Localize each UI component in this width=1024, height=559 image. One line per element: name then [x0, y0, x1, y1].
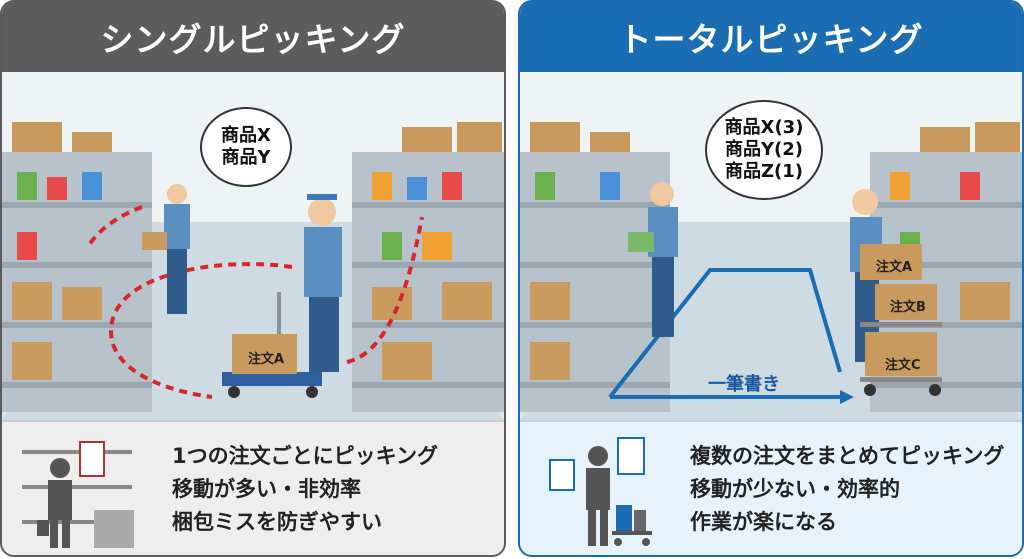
worker-back	[142, 184, 190, 314]
single-picking-panel: シングルピッキング	[0, 0, 506, 557]
warehouse-scene	[2, 72, 504, 420]
bubble-item: 商品Y	[221, 147, 271, 168]
bubble-item: 商品Y(2)	[724, 139, 803, 160]
warehouse-illustration: 商品X 商品Y 注文A	[2, 72, 504, 420]
cart-box-label: 注文C	[885, 358, 921, 373]
panel-title: トータルピッキング	[520, 2, 1022, 72]
summary-line: 複数の注文をまとめてピッキング	[690, 444, 1005, 468]
worker-cart	[222, 194, 342, 398]
worker-right	[850, 189, 942, 396]
route-label: 一筆書き	[708, 374, 780, 395]
route-path	[85, 205, 143, 249]
summary-line: 1つの注文ごとにピッキング	[172, 444, 438, 468]
cart-box-label: 注文A	[876, 260, 913, 275]
cart-box-label: 注文B	[890, 300, 926, 315]
summary-line: 移動が多い・非効率	[172, 477, 361, 501]
bubble-item: 商品X(3)	[724, 117, 804, 138]
picker-shelf-icon	[22, 430, 152, 550]
summary-line: 移動が少ない・効率的	[690, 477, 900, 501]
summary-line: 梱包ミスを防ぎやすい	[172, 510, 382, 534]
worker-left	[628, 182, 678, 337]
summary-area: 複数の注文をまとめてピッキング 移動が少ない・効率的 作業が楽になる	[520, 420, 1022, 555]
route-path	[109, 262, 293, 399]
summary-area: 1つの注文ごとにピッキング 移動が多い・非効率 梱包ミスを防ぎやすい	[2, 420, 504, 555]
boxes	[12, 122, 502, 380]
bubble-item: 商品Z(1)	[724, 161, 804, 182]
warehouse-illustration: 商品X(3) 商品Y(2) 商品Z(1) 注文A 注文B 注文C 一筆書き	[520, 72, 1022, 420]
panel-title: シングルピッキング	[2, 2, 504, 72]
summary-line: 作業が楽になる	[690, 510, 837, 534]
thought-bubble: 商品X(3) 商品Y(2) 商品Z(1)	[705, 100, 823, 200]
bubble-item: 商品X	[221, 125, 271, 146]
thought-bubble: 商品X 商品Y	[200, 107, 292, 187]
total-picking-panel: トータルピッキング	[518, 0, 1024, 557]
route-path	[346, 216, 424, 364]
cart-box-label: 注文A	[248, 352, 285, 367]
products	[17, 172, 462, 260]
arrow-head-icon	[840, 390, 854, 404]
batch-picker-icon	[540, 430, 670, 550]
